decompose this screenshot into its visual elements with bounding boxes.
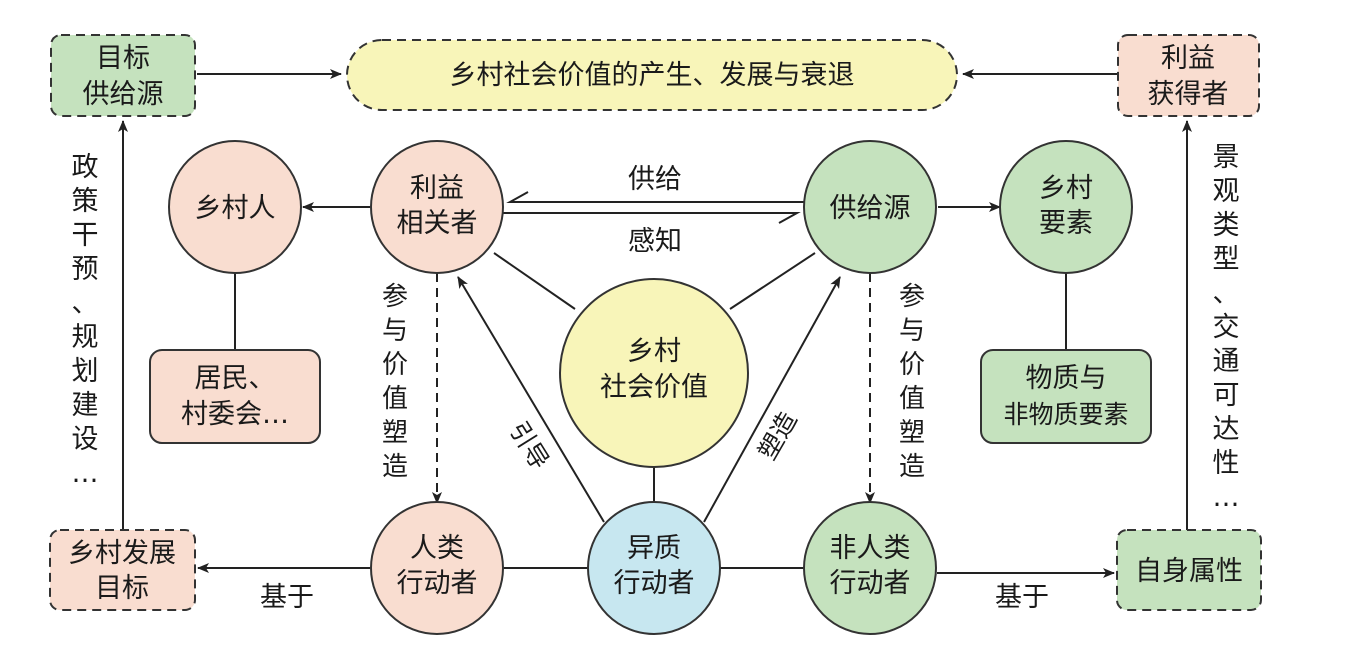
devgoal-label-2: 目标 — [95, 573, 149, 604]
box-residents: 居民、 村委会… — [149, 349, 321, 444]
half-arrow-supply — [506, 191, 805, 203]
social-value-label-1: 乡村 — [627, 336, 681, 367]
link-value-stakeholder — [493, 252, 576, 310]
hetero-actor-label-2: 行动者 — [614, 568, 695, 599]
attr-label: 自身属性 — [1135, 556, 1243, 587]
target-supply-label-2: 供给源 — [83, 79, 164, 110]
corner-target-supply-source: 目标 供给源 — [50, 34, 196, 117]
supply-source-label: 供给源 — [830, 193, 911, 224]
nonhuman-actor-label-2: 行动者 — [830, 568, 911, 599]
arrow-shape — [703, 276, 841, 523]
vertical-label-policy: 政策干预、规划建设… — [72, 152, 99, 489]
vertical-text: 政策干预、规划建设… — [72, 152, 99, 489]
devgoal-label-1: 乡村发展 — [68, 538, 176, 569]
corner-own-attributes: 自身属性 — [1116, 529, 1262, 611]
nonhuman-actor-label-1: 非人类 — [830, 533, 911, 564]
human-actor-label-1: 人类 — [410, 533, 464, 564]
beneficiary-label-2: 获得者 — [1148, 79, 1229, 110]
edge-label-shape: 塑造 — [753, 407, 803, 465]
stakeholder-label-1: 利益 — [410, 173, 464, 204]
corner-rural-dev-goal: 乡村发展 目标 — [49, 529, 196, 611]
vertical-text: 参与价值塑造 — [382, 282, 408, 482]
box-material: 物质与 非物质要素 — [980, 349, 1152, 444]
edge-label-based-right: 基于 — [995, 582, 1049, 613]
target-supply-label-1: 目标 — [96, 43, 150, 74]
circle-human-actor: 人类 行动者 — [370, 501, 504, 635]
rural-people-label: 乡村人 — [195, 193, 276, 224]
rural-elements-label-2: 要素 — [1039, 208, 1093, 239]
link-value-supply — [729, 252, 816, 310]
diagram-title: 乡村社会价值的产生、发展与衰退 — [450, 60, 855, 91]
vertical-text: 参与价值塑造 — [899, 282, 925, 482]
circle-supply-source: 供给源 — [803, 140, 937, 274]
edges — [118, 69, 1192, 578]
circle-rural-elements: 乡村 要素 — [999, 140, 1133, 274]
corner-beneficiary: 利益 获得者 — [1117, 34, 1260, 117]
vertical-label-landscape: 景观类型、交通可达性… — [1213, 142, 1240, 513]
vertical-label-participate-right: 参与价值塑造 — [899, 282, 925, 482]
circle-social-value: 乡村 社会价值 — [559, 278, 749, 468]
social-value-label-2: 社会价值 — [600, 372, 708, 403]
circle-rural-people: 乡村人 — [168, 140, 302, 274]
vertical-text: 景观类型、交通可达性… — [1213, 142, 1240, 513]
circle-nonhuman-actor: 非人类 行动者 — [803, 501, 937, 635]
circle-hetero-actor: 异质 行动者 — [587, 501, 721, 635]
arrow-guide — [457, 276, 605, 523]
rural-elements-label-1: 乡村 — [1039, 173, 1093, 204]
stakeholder-label-2: 相关者 — [397, 208, 478, 239]
edge-label-perceive: 感知 — [628, 226, 682, 257]
half-arrow-perceive — [502, 212, 801, 224]
residents-label-2: 村委会… — [181, 399, 289, 430]
edge-label-based-left: 基于 — [260, 582, 314, 613]
human-actor-label-2: 行动者 — [397, 568, 478, 599]
hetero-actor-label-1: 异质 — [627, 533, 681, 564]
material-label-1: 物质与 — [1026, 363, 1107, 394]
residents-label-1: 居民、 — [195, 363, 276, 394]
beneficiary-label-1: 利益 — [1161, 43, 1215, 74]
vertical-label-participate-left: 参与价值塑造 — [382, 282, 408, 482]
circle-stakeholder: 利益 相关者 — [370, 140, 504, 274]
material-label-2: 非物质要素 — [1003, 400, 1128, 429]
edge-label-supply: 供给 — [628, 164, 682, 195]
title-node: 乡村社会价值的产生、发展与衰退 — [346, 39, 958, 111]
